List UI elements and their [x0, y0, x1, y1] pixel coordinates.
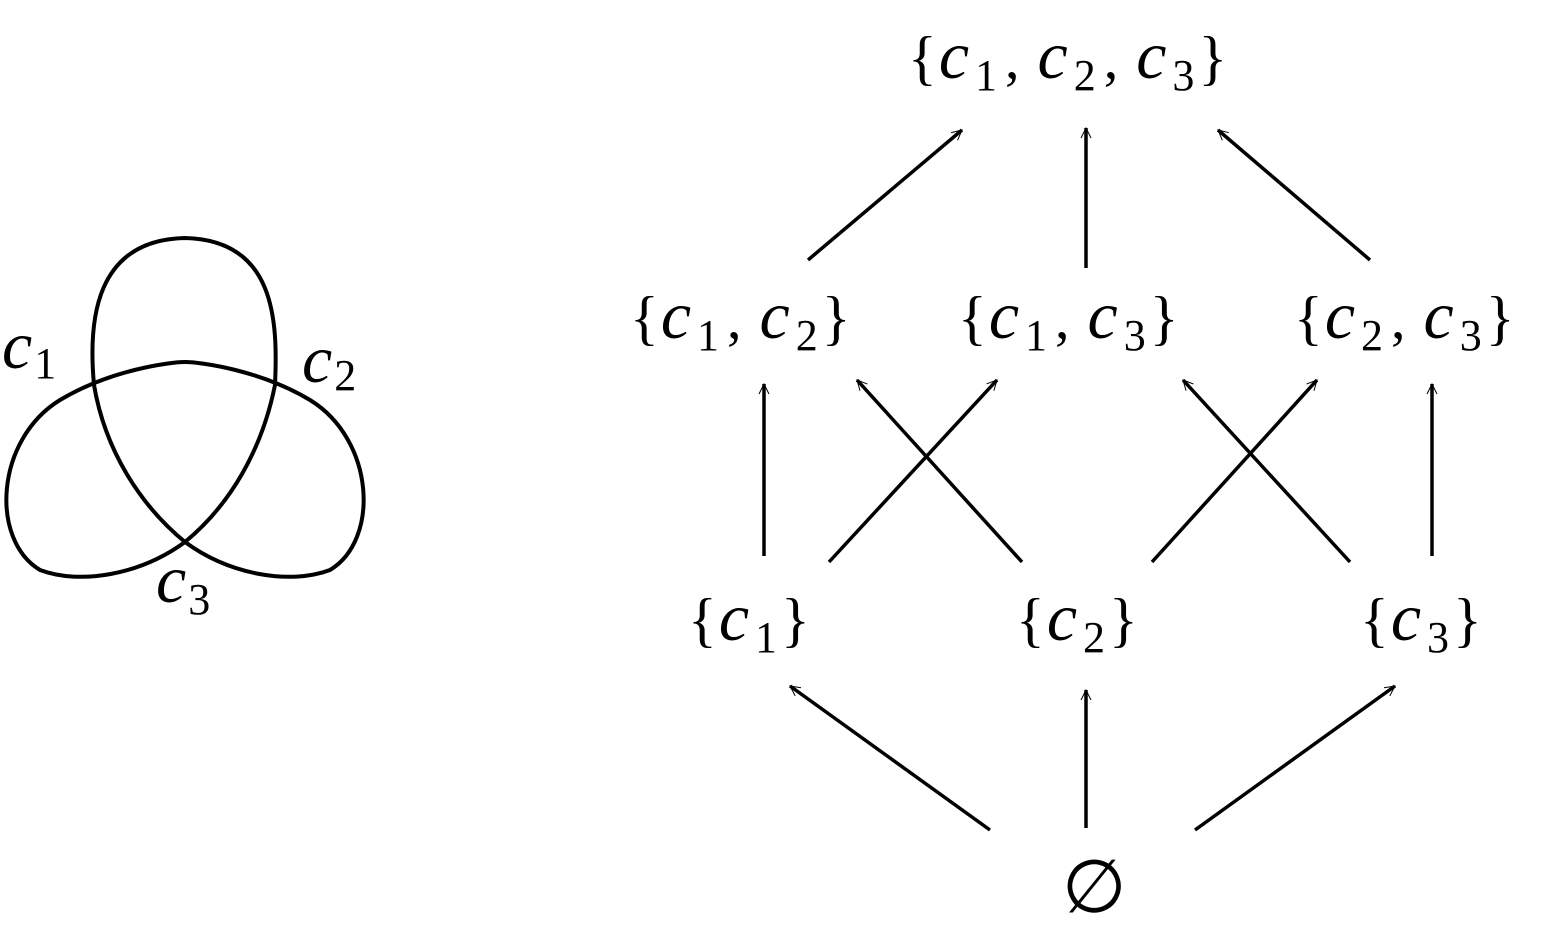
svg-text:c2: c2 [302, 321, 356, 400]
node-c1-c3-sub1: 1 [1025, 311, 1047, 360]
node-c1: { c 1 } [688, 579, 810, 662]
node-c1-c3-var1: c [989, 277, 1019, 353]
svg-text:c1: c1 [2, 307, 56, 388]
node-c2-sub: 2 [1083, 613, 1105, 662]
node-c1-c3-sep: , [1055, 286, 1070, 351]
node-c1-c2-sep: , [727, 286, 742, 351]
node-c1-c2-c3-close: } [1198, 25, 1227, 91]
node-c2-c3-sub2: 3 [1460, 311, 1482, 360]
node-c2-c3-var2: c [1424, 277, 1454, 353]
node-c1-c2-c3: { c 1 , c 2 , c 3 } [908, 17, 1227, 100]
node-c2-c3: { c 2 , c 3 } [1294, 277, 1515, 360]
arrow-c2-to-c2c3 [1150, 378, 1319, 564]
node-c1-c2-var1: c [661, 277, 691, 353]
node-c2-c3-sub1: 2 [1361, 311, 1383, 360]
knot-top-loop [90, 235, 278, 545]
node-c2-c3-var1: c [1325, 277, 1355, 353]
node-c3-close: } [1453, 587, 1482, 653]
node-c2-open: { [1016, 587, 1045, 653]
arrow-c1c2-to-top [806, 128, 964, 262]
node-c1-sub: 1 [755, 613, 777, 662]
node-c1-c2-open: { [630, 285, 659, 351]
arrow-c2c3-to-top [1216, 128, 1372, 262]
node-c1-c2-sub2: 2 [796, 311, 818, 360]
node-c1-c2-var2: c [760, 277, 790, 353]
node-c3-open: { [1360, 587, 1389, 653]
arrow-empty-to-c3 [1193, 684, 1397, 832]
node-c1-c2-c3-var2: c [1038, 17, 1068, 93]
node-c1-c2-c3-sep1: , [1005, 26, 1020, 91]
knot-label-c1-sub: 1 [34, 339, 56, 388]
node-c1-c2-c3-sub2: 2 [1074, 51, 1096, 100]
knot-label-c2-sub: 2 [334, 351, 356, 400]
knot-label-c3: c3 [156, 541, 210, 624]
node-c1-c2-c3-sub3: 3 [1172, 51, 1194, 100]
knot-left-loop [4, 360, 187, 579]
node-c1-open: { [688, 587, 717, 653]
node-c3-sub: 3 [1427, 613, 1449, 662]
node-c2-c3-sep: , [1391, 286, 1406, 351]
knot-label-c1: c1 [2, 307, 56, 388]
arrow-c3-to-c1c3 [1181, 378, 1352, 564]
knot-label-c2-var: c [302, 321, 332, 397]
trefoil-knot [4, 235, 366, 579]
node-c1-c2-c3-sub1: 1 [975, 51, 997, 100]
node-c1-c3-var2: c [1088, 277, 1118, 353]
node-c1-c3-close: } [1150, 285, 1179, 351]
node-c2-c3-open: { [1294, 285, 1323, 351]
node-c1-c3: { c 1 , c 3 } [958, 277, 1179, 360]
node-c1-close: } [781, 587, 810, 653]
knot-label-c3-var: c [156, 541, 186, 617]
knot-label-c1-var: c [2, 307, 32, 383]
knot-label-c2: c2 [302, 321, 356, 400]
arrow-c1-to-c1c3 [827, 378, 999, 564]
node-c2-close: } [1109, 587, 1138, 653]
node-c1-c2-c3-sep2: , [1104, 26, 1119, 91]
node-empty-set: ∅ [1062, 847, 1126, 929]
node-c1-c3-open: { [958, 285, 987, 351]
svg-text:c3: c3 [156, 541, 210, 624]
node-c2-var: c [1047, 579, 1077, 655]
arrow-c2-to-c1c2 [855, 378, 1024, 564]
node-c3: { c 3 } [1360, 579, 1482, 662]
node-c2: { c 2 } [1016, 579, 1138, 662]
node-c1-c2-c3-var1: c [939, 17, 969, 93]
lattice-arrows [764, 128, 1432, 832]
node-c1-c2-c3-open: { [908, 25, 937, 91]
node-c1-c2: { c 1 , c 2 } [630, 277, 851, 360]
knot-right-loop [183, 360, 366, 579]
node-c1-c3-sub2: 3 [1124, 311, 1146, 360]
node-c1-c2-c3-var3: c [1136, 17, 1166, 93]
knot-label-c3-sub: 3 [188, 575, 210, 624]
node-c1-c2-close: } [822, 285, 851, 351]
node-c2-c3-close: } [1486, 285, 1515, 351]
arrow-empty-to-c1 [788, 684, 992, 832]
node-c1-c2-sub1: 1 [697, 311, 719, 360]
node-c3-var: c [1391, 579, 1421, 655]
node-c1-var: c [719, 579, 749, 655]
